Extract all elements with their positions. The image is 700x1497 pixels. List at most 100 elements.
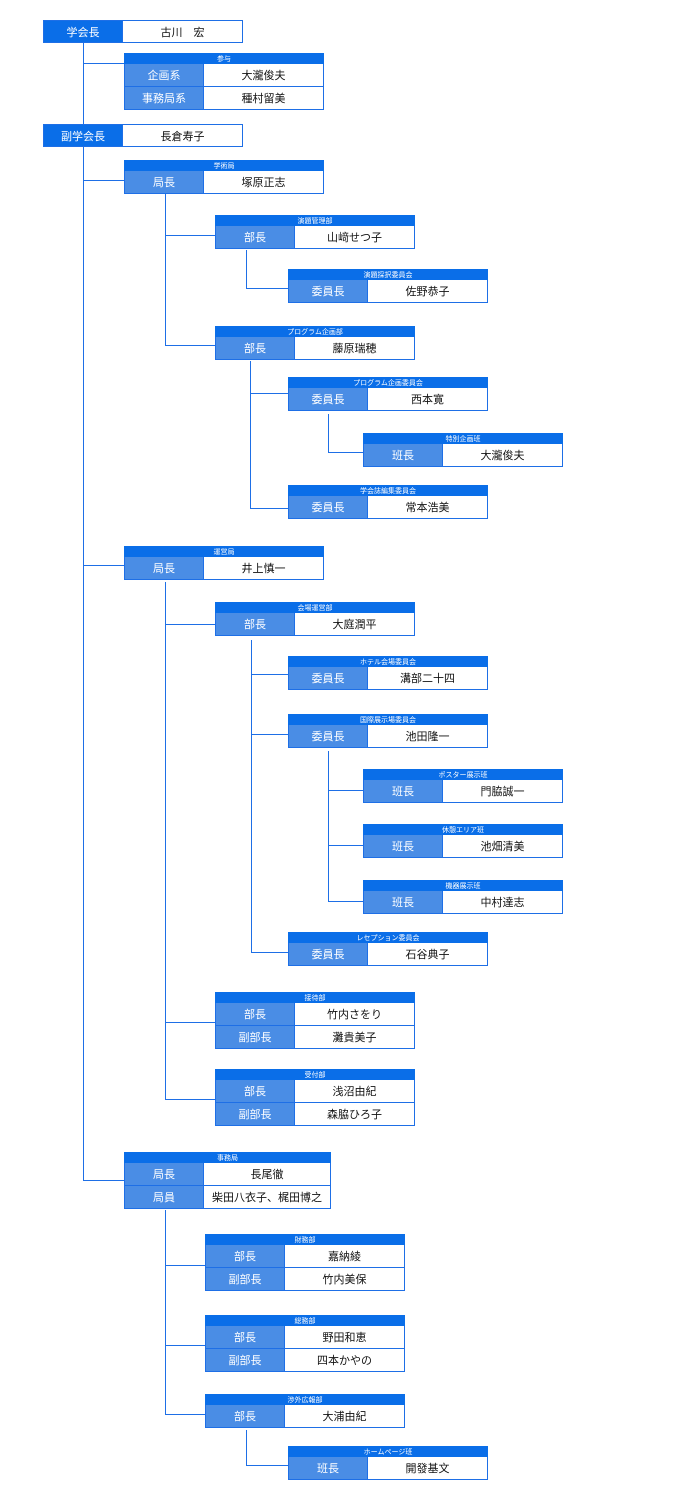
- member-row: 委員長西本寛: [288, 388, 488, 411]
- role-label: 部長: [215, 1080, 295, 1103]
- unit-title: 演題管理部: [215, 215, 415, 226]
- member-name: 大瀧俊夫: [204, 64, 324, 87]
- finance-box: 財務部部長嘉納綾副部長竹内美保: [205, 1234, 405, 1291]
- connector-line: [328, 790, 363, 791]
- member-name: 柴田八衣子、梶田博之: [204, 1186, 331, 1209]
- role-label: 部長: [205, 1245, 285, 1268]
- role-label: 委員長: [288, 280, 368, 303]
- connector-line: [165, 582, 166, 1099]
- member-name: 佐野恭子: [368, 280, 488, 303]
- role-label: 副学会長: [43, 124, 123, 147]
- academic-bureau-box: 学術局局長塚原正志: [124, 160, 324, 194]
- connector-line: [246, 250, 247, 288]
- unit-title: 学会誌編集委員会: [288, 485, 488, 496]
- program-planning-box: プログラム企画部部長藤原瑞穂: [215, 326, 415, 360]
- role-label: 企画系: [124, 64, 204, 87]
- hospitality-box: 接待部部長竹内さをり副部長灘貴美子: [215, 992, 415, 1049]
- connector-line: [251, 674, 288, 675]
- unit-title: ホームページ班: [288, 1446, 488, 1457]
- unit-title: 接待部: [215, 992, 415, 1003]
- unit-title: 総務部: [205, 1315, 405, 1326]
- connector-line: [328, 414, 329, 452]
- unit-title: プログラム企画委員会: [288, 377, 488, 388]
- connector-line: [246, 288, 288, 289]
- member-row: 部長嘉納綾: [205, 1245, 405, 1268]
- connector-line: [165, 194, 166, 345]
- role-label: 局長: [124, 557, 204, 580]
- member-row: 局員柴田八衣子、梶田博之: [124, 1186, 331, 1209]
- member-row: 班長池畑清美: [363, 835, 563, 858]
- role-label: 局長: [124, 1163, 204, 1186]
- role-label: 部長: [205, 1405, 285, 1428]
- unit-title: 休憩エリア班: [363, 824, 563, 835]
- member-row: 班長門脇誠一: [363, 780, 563, 803]
- member-name: 種村留美: [204, 87, 324, 110]
- member-name: 長尾徹: [204, 1163, 331, 1186]
- role-label: 班長: [363, 444, 443, 467]
- member-row: 部長藤原瑞穂: [215, 337, 415, 360]
- rest-area-team-box: 休憩エリア班班長池畑清美: [363, 824, 563, 858]
- connector-line: [83, 42, 84, 1180]
- member-row: 局長塚原正志: [124, 171, 324, 194]
- role-label: 部長: [215, 1003, 295, 1026]
- member-row: 委員長石谷典子: [288, 943, 488, 966]
- connector-line: [250, 393, 288, 394]
- role-label: 委員長: [288, 725, 368, 748]
- connector-line: [165, 1345, 205, 1346]
- connector-line: [165, 1099, 215, 1100]
- member-name: 大瀧俊夫: [443, 444, 563, 467]
- topic-management-box: 演題管理部部長山﨑せつ子: [215, 215, 415, 249]
- reception-desk-box: 受付部部長浅沼由紀副部長森脇ひろ子: [215, 1069, 415, 1126]
- connector-line: [328, 845, 363, 846]
- unit-title: 渉外広報部: [205, 1394, 405, 1405]
- connector-line: [250, 508, 288, 509]
- unit-title: 事務局: [124, 1152, 331, 1163]
- member-name: 藤原瑞穂: [295, 337, 415, 360]
- topic-selection-committee-box: 演題採択委員会委員長佐野恭子: [288, 269, 488, 303]
- equipment-team-box: 機器展示班班長中村達志: [363, 880, 563, 914]
- member-row: 班長開發基文: [288, 1457, 488, 1480]
- member-name: 古川 宏: [123, 20, 243, 43]
- member-row: 委員長溝部二十四: [288, 667, 488, 690]
- member-row: 副学会長長倉寿子: [43, 124, 243, 147]
- role-label: 班長: [363, 780, 443, 803]
- connector-line: [165, 1265, 205, 1266]
- member-row: 部長大庭潤平: [215, 613, 415, 636]
- member-name: 竹内美保: [285, 1268, 405, 1291]
- intl-exhibition-committee-box: 国際展示場委員会委員長池田隆一: [288, 714, 488, 748]
- member-name: 四本かやの: [285, 1349, 405, 1372]
- member-name: 塚原正志: [204, 171, 324, 194]
- member-name: 長倉寿子: [123, 124, 243, 147]
- role-label: 委員長: [288, 667, 368, 690]
- member-name: 石谷典子: [368, 943, 488, 966]
- member-name: 浅沼由紀: [295, 1080, 415, 1103]
- member-name: 大浦由紀: [285, 1405, 405, 1428]
- member-name: 中村達志: [443, 891, 563, 914]
- homepage-team-box: ホームページ班班長開發基文: [288, 1446, 488, 1480]
- connector-line: [251, 952, 288, 953]
- unit-title: 学術局: [124, 160, 324, 171]
- role-label: 副部長: [205, 1349, 285, 1372]
- member-name: 門脇誠一: [443, 780, 563, 803]
- role-label: 副部長: [215, 1026, 295, 1049]
- role-label: 班長: [288, 1457, 368, 1480]
- member-name: 池畑清美: [443, 835, 563, 858]
- member-row: 班長中村達志: [363, 891, 563, 914]
- connector-line: [246, 1465, 288, 1466]
- unit-title: 国際展示場委員会: [288, 714, 488, 725]
- public-relations-box: 渉外広報部部長大浦由紀: [205, 1394, 405, 1428]
- unit-title: 財務部: [205, 1234, 405, 1245]
- unit-title: ポスター展示班: [363, 769, 563, 780]
- general-affairs-box: 総務部部長野田和恵副部長四本かやの: [205, 1315, 405, 1372]
- role-label: 部長: [215, 613, 295, 636]
- role-label: 学会長: [43, 20, 123, 43]
- member-row: 委員長佐野恭子: [288, 280, 488, 303]
- role-label: 部長: [215, 226, 295, 249]
- connector-line: [165, 1414, 205, 1415]
- reception-committee-box: レセプション委員会委員長石谷典子: [288, 932, 488, 966]
- unit-title: ホテル会場委員会: [288, 656, 488, 667]
- member-name: 嘉納綾: [285, 1245, 405, 1268]
- president-box: 学会長古川 宏: [43, 20, 243, 43]
- member-row: 副部長森脇ひろ子: [215, 1103, 415, 1126]
